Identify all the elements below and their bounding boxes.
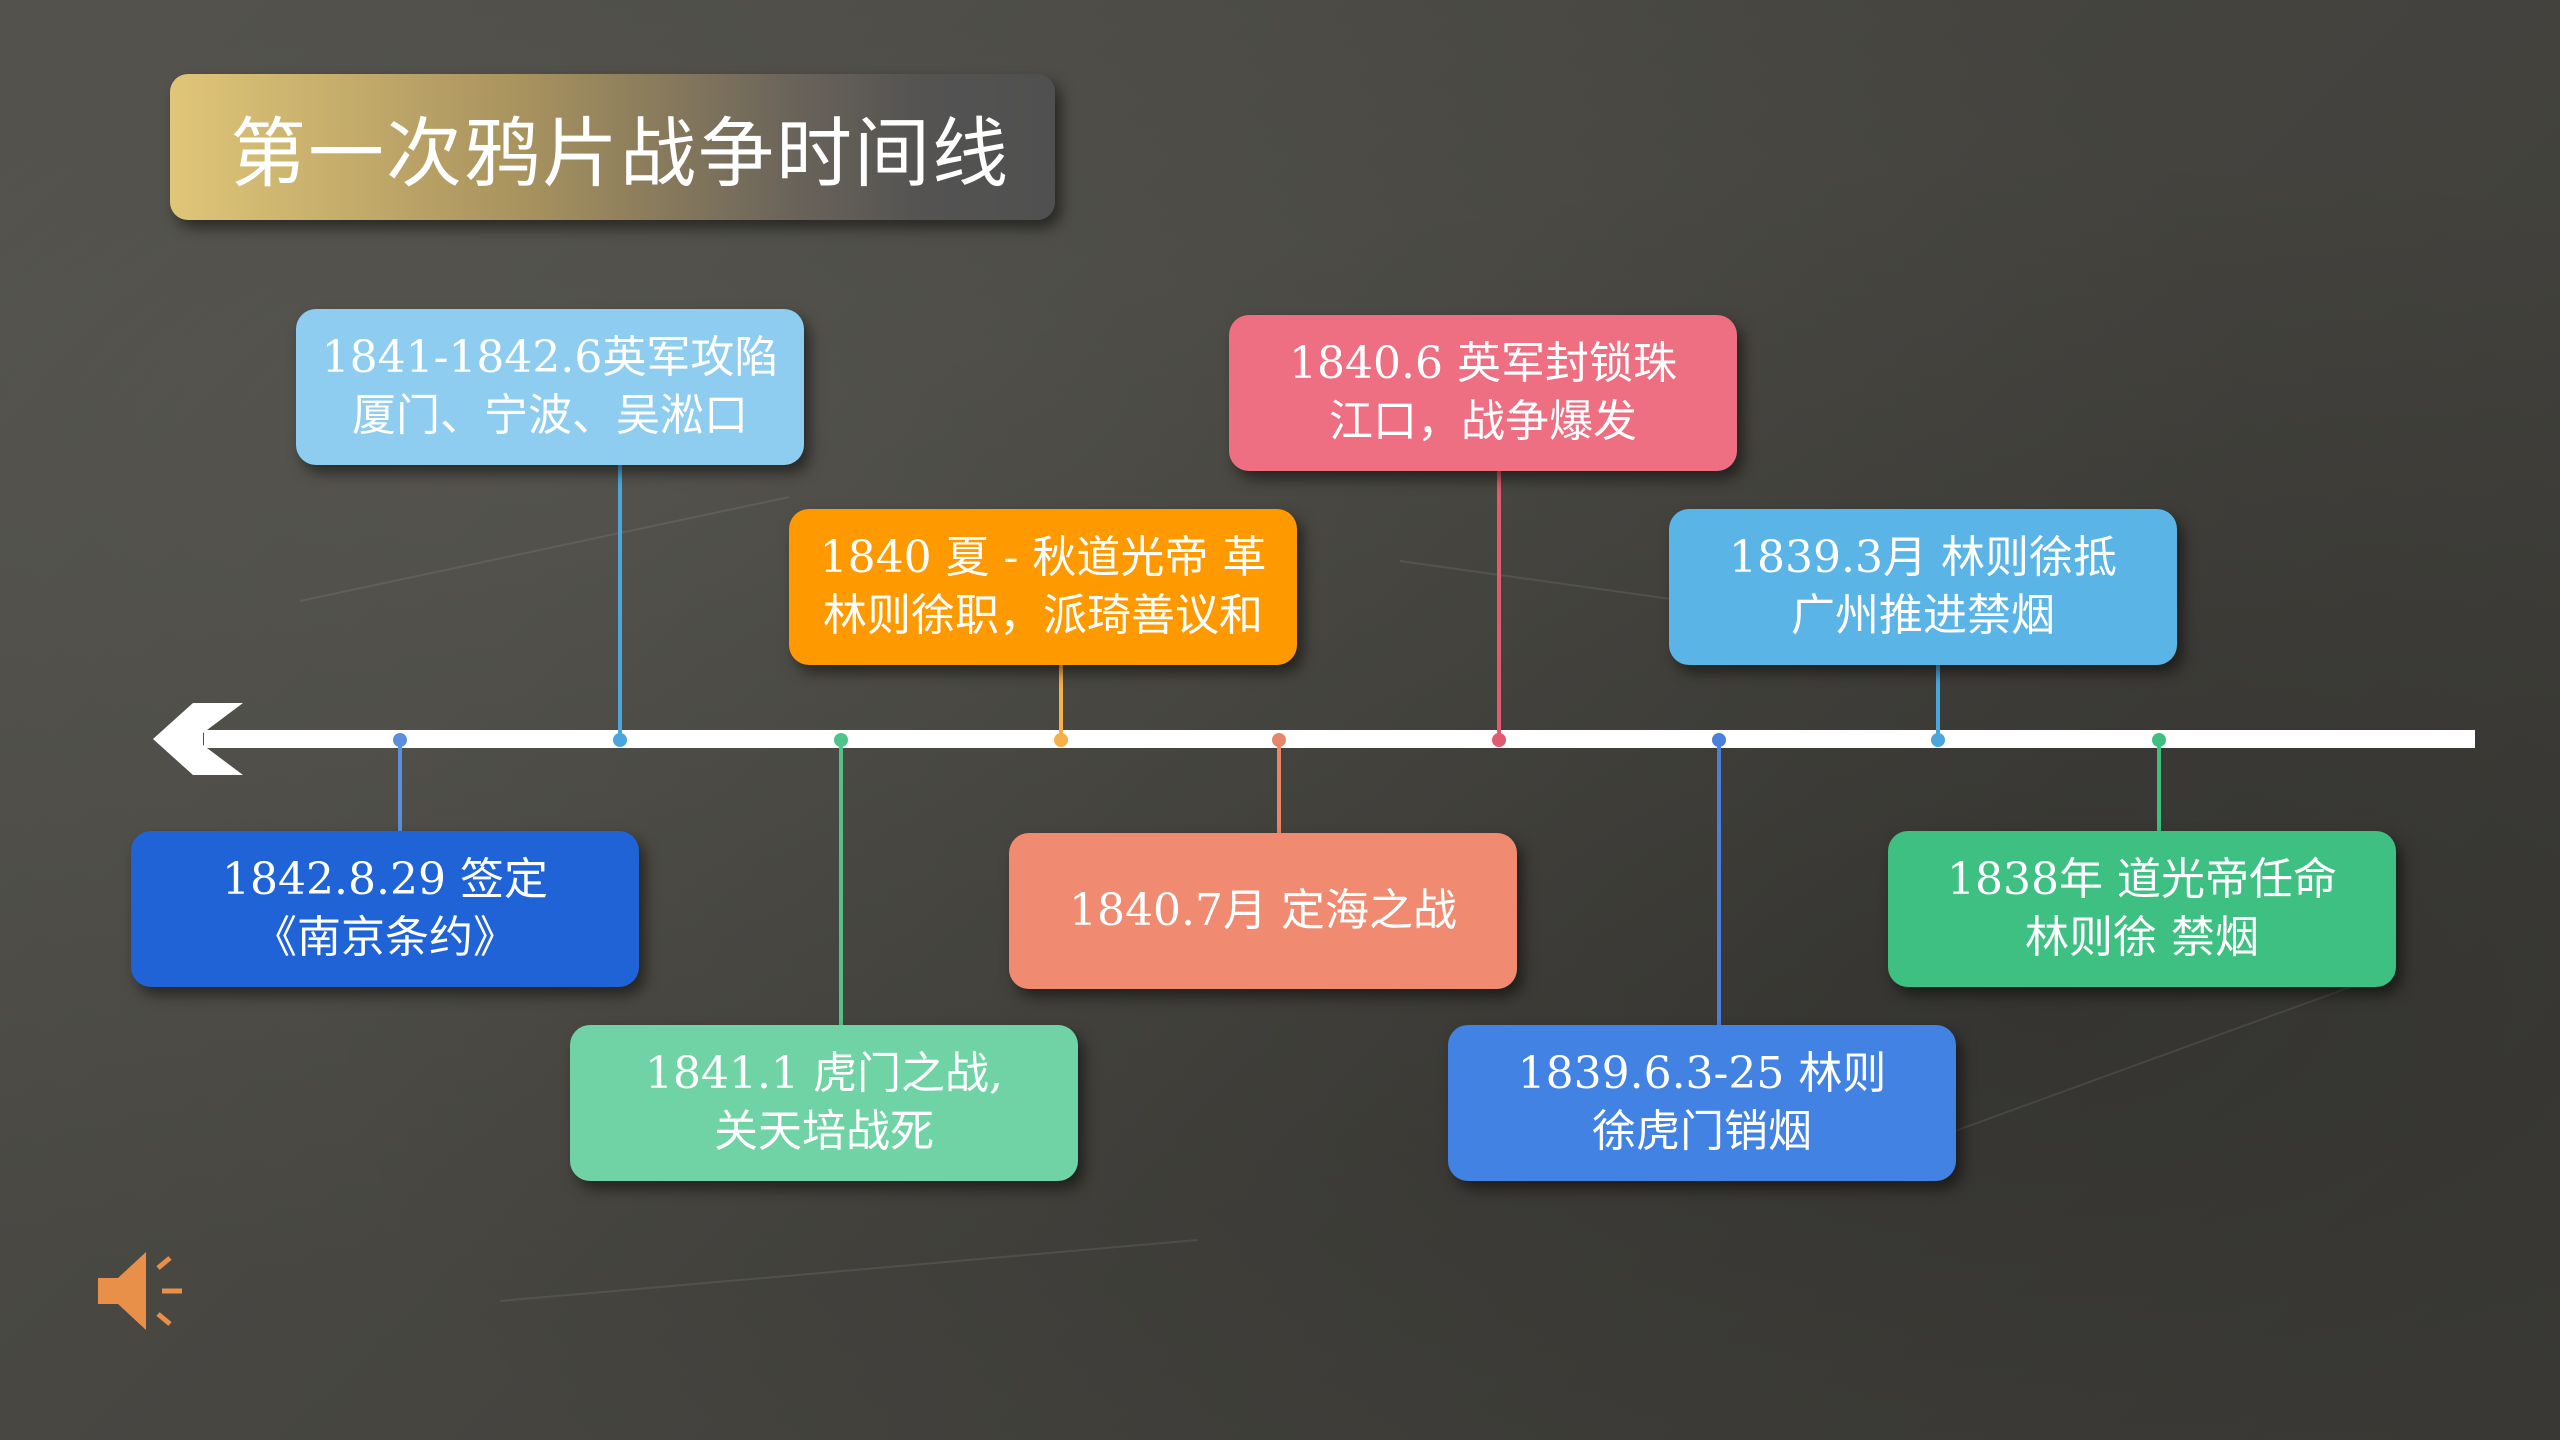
- event-card-e8: 1839.6.3-25 林则 徐虎门销烟: [1448, 1025, 1956, 1181]
- event-text: 1840.7月 定海之战: [1069, 885, 1457, 936]
- timeline-marker: [834, 733, 848, 747]
- connector-line: [1059, 665, 1063, 740]
- timeline-marker: [1272, 733, 1286, 747]
- event-text: 1842.8.29 签定 《南京条约》: [222, 854, 548, 963]
- arrow-left-icon: [153, 703, 243, 775]
- slide-title-banner: 第一次鸦片战争时间线: [170, 74, 1055, 220]
- connector-line: [1717, 740, 1721, 1025]
- event-card-e3: 1840 夏 - 秋道光帝 革 林则徐职，派琦善议和: [789, 509, 1297, 665]
- event-text: 1840.6 英军封锁珠 江口，战争爆发: [1289, 338, 1677, 447]
- timeline-marker: [2152, 733, 2166, 747]
- event-card-e2: 1840.6 英军封锁珠 江口，战争爆发: [1229, 315, 1737, 471]
- slide-title: 第一次鸦片战争时间线: [230, 109, 1010, 198]
- texture-vein: [499, 1238, 1198, 1302]
- event-text: 1838年 道光帝任命 林则徐 禁烟: [1947, 854, 2337, 963]
- event-text: 1840 夏 - 秋道光帝 革 林则徐职，派琦善议和: [819, 532, 1267, 641]
- timeline-axis: [204, 730, 2475, 748]
- event-card-e5: 1842.8.29 签定 《南京条约》: [131, 831, 639, 987]
- texture-vein: [1899, 979, 2371, 1152]
- timeline-marker: [613, 733, 627, 747]
- event-text: 1839.6.3-25 林则 徐虎门销烟: [1517, 1048, 1887, 1157]
- connector-line: [1277, 740, 1281, 833]
- speaker-icon[interactable]: [96, 1248, 186, 1334]
- timeline-marker: [1931, 733, 1945, 747]
- event-card-e4: 1839.3月 林则徐抵 广州推进禁烟: [1669, 509, 2177, 665]
- connector-line: [618, 465, 622, 740]
- event-card-e6: 1841.1 虎门之战, 关天培战死: [570, 1025, 1078, 1181]
- event-text: 1841-1842.6英军攻陷 厦门、宁波、吴淞口: [321, 332, 779, 441]
- timeline-marker: [1054, 733, 1068, 747]
- texture-vein: [299, 496, 790, 602]
- event-text: 1839.3月 林则徐抵 广州推进禁烟: [1729, 532, 2117, 641]
- event-card-e1: 1841-1842.6英军攻陷 厦门、宁波、吴淞口: [296, 309, 804, 465]
- timeline-marker: [393, 733, 407, 747]
- connector-line: [1936, 665, 1940, 740]
- timeline-marker: [1712, 733, 1726, 747]
- connector-line: [2157, 740, 2161, 831]
- event-text: 1841.1 虎门之战, 关天培战死: [645, 1048, 1003, 1157]
- connector-line: [839, 740, 843, 1025]
- connector-line: [398, 740, 402, 831]
- timeline-marker: [1492, 733, 1506, 747]
- connector-line: [1497, 471, 1501, 740]
- event-card-e7: 1840.7月 定海之战: [1009, 833, 1517, 989]
- event-card-e9: 1838年 道光帝任命 林则徐 禁烟: [1888, 831, 2396, 987]
